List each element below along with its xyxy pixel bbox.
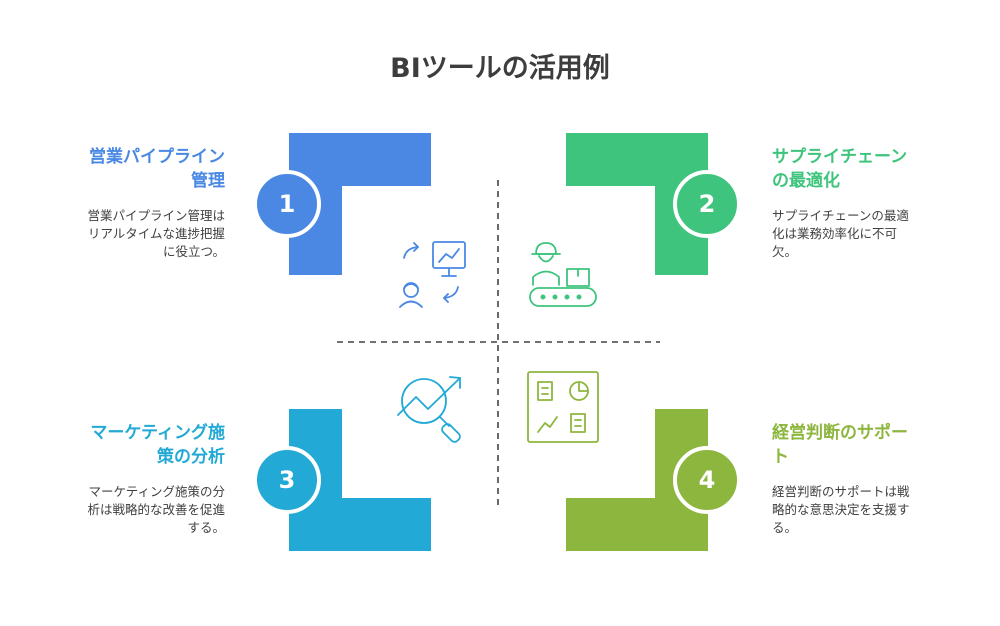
step-number-3: 3 — [253, 446, 321, 514]
item-2-heading-line1: サプライチェーン — [772, 147, 908, 167]
marketing-analysis-icon — [397, 376, 461, 443]
item-1-desc-line1: 営業パイプライン管理は — [87, 208, 225, 223]
sales-pipeline-icon — [399, 241, 466, 308]
dashboard-report-icon — [527, 371, 599, 443]
item-4-heading-line1: 経営判断のサポー — [772, 423, 908, 443]
item-1-heading-line1: 営業パイプライン — [89, 147, 225, 167]
item-3-desc-line2: 析は戦略的な改善を促進 — [87, 502, 225, 517]
item-1-desc-line2: リアルタイムな進捗把握 — [87, 226, 225, 241]
item-1-description: 営業パイプライン管理は リアルタイムな進捗把握 に役立つ。 — [20, 207, 225, 261]
item-3-heading: マーケティング施 策の分析 — [20, 421, 225, 469]
item-4-desc-line1: 経営判断のサポートは戦 — [772, 484, 910, 499]
item-3-description: マーケティング施策の分 析は戦略的な改善を促進 する。 — [20, 483, 225, 537]
item-1-desc-line3: に役立つ。 — [162, 244, 225, 259]
item-2-heading-line2: の最適化 — [772, 171, 840, 191]
page-title: BIツールの活用例 — [390, 53, 610, 84]
quadrant-4-block — [566, 409, 708, 551]
item-2-description: サプライチェーンの最適 化は業務効率化に不可 欠。 — [772, 207, 982, 261]
item-2-desc-line2: 化は業務効率化に不可 — [772, 226, 898, 241]
item-4-desc-line3: る。 — [772, 520, 798, 535]
item-2-desc-line3: 欠。 — [772, 244, 798, 259]
step-number-2: 2 — [673, 170, 741, 238]
quadrant-1-block — [289, 133, 431, 275]
step-number-1: 1 — [253, 170, 321, 238]
item-1-heading: 営業パイプライン 管理 — [20, 145, 225, 193]
item-4-description: 経営判断のサポートは戦 略的な意思決定を支援す る。 — [772, 483, 982, 537]
item-4-heading-line2: ト — [772, 447, 789, 467]
item-4-desc-line2: 略的な意思決定を支援す — [772, 502, 910, 517]
item-3-desc-line1: マーケティング施策の分 — [88, 484, 225, 499]
quadrant-3-block — [289, 409, 431, 551]
item-3-heading-line1: マーケティング施 — [90, 423, 225, 443]
item-2-heading: サプライチェーン の最適化 — [772, 145, 982, 193]
item-4-heading: 経営判断のサポー ト — [772, 421, 982, 469]
step-number-4: 4 — [673, 446, 741, 514]
supply-chain-icon — [529, 242, 597, 307]
item-2-desc-line1: サプライチェーンの最適 — [772, 208, 909, 223]
item-1-heading-line2: 管理 — [191, 171, 225, 191]
item-3-heading-line2: 策の分析 — [157, 447, 225, 467]
quadrant-2-block — [566, 133, 708, 275]
item-3-desc-line3: する。 — [187, 520, 225, 535]
